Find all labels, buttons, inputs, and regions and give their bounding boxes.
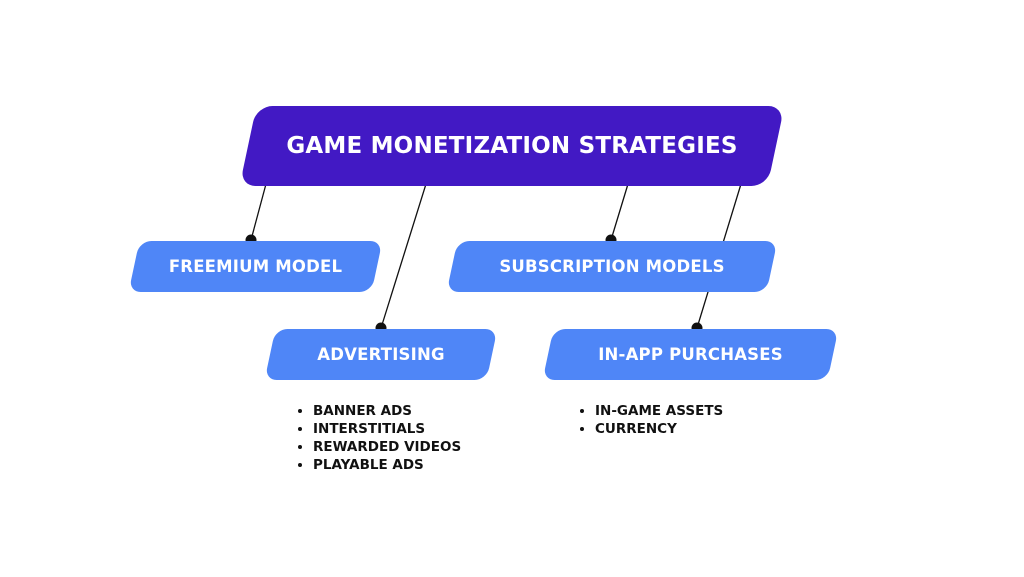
root-node-title: GAME MONETIZATION STRATEGIES <box>286 133 738 159</box>
node-iap-label: IN-APP PURCHASES <box>598 345 783 364</box>
list-item: CURRENCY <box>579 420 723 438</box>
node-freemium-label: FREEMIUM MODEL <box>168 257 343 276</box>
list-item: REWARDED VIDEOS <box>297 438 461 456</box>
list-item: IN-GAME ASSETS <box>579 402 723 420</box>
list-item: PLAYABLE ADS <box>297 456 461 474</box>
list-item: BANNER ADS <box>297 402 461 420</box>
connector-advertising <box>380 183 427 329</box>
connector-subscription <box>610 183 629 241</box>
root-node: GAME MONETIZATION STRATEGIES <box>239 106 785 186</box>
advertising-bullet-list: BANNER ADS INTERSTITIALS REWARDED VIDEOS… <box>297 402 461 474</box>
list-item: INTERSTITIALS <box>297 420 461 438</box>
node-freemium-model: FREEMIUM MODEL <box>128 241 383 292</box>
connector-freemium <box>250 183 267 241</box>
node-subscription-label: SUBSCRIPTION MODELS <box>499 257 725 276</box>
iap-bullet-list: IN-GAME ASSETS CURRENCY <box>579 402 723 438</box>
node-advertising: ADVERTISING <box>264 329 498 380</box>
node-subscription-models: SUBSCRIPTION MODELS <box>446 241 778 292</box>
node-advertising-label: ADVERTISING <box>317 345 445 364</box>
node-in-app-purchases: IN-APP PURCHASES <box>542 329 839 380</box>
